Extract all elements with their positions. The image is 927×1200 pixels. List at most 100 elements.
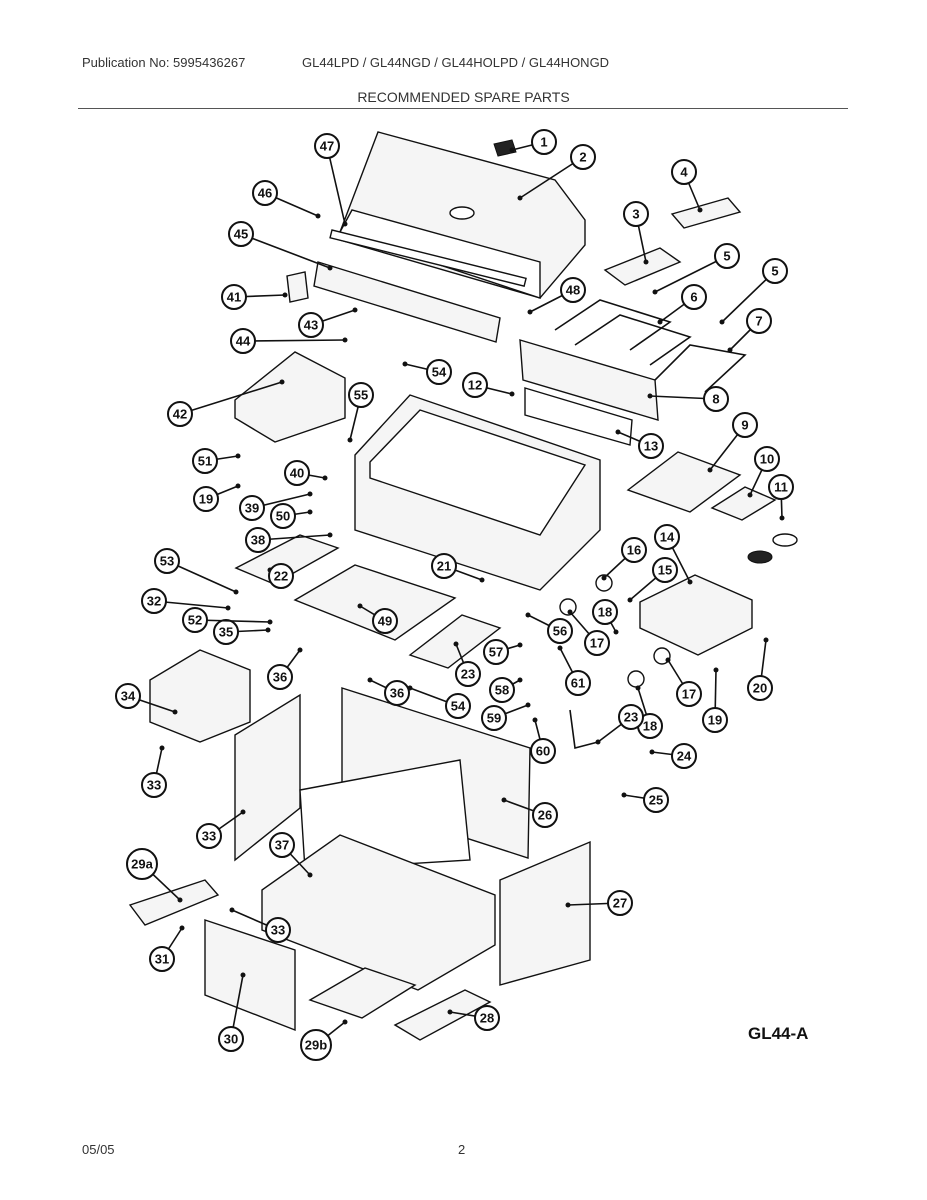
knob-part-18b [627, 670, 645, 688]
callout-bubble [489, 677, 515, 703]
callout-bubble [623, 201, 649, 227]
firebox-part [354, 394, 601, 591]
callout-number: 23 [461, 667, 475, 682]
callout-number: 60 [536, 744, 550, 759]
callout-number: 27 [613, 896, 627, 911]
callout-anchor [233, 589, 239, 595]
callout-anchor [719, 319, 725, 325]
callout-anchor [240, 972, 246, 978]
callout-bubble [149, 946, 175, 972]
callout-number: 44 [236, 334, 251, 349]
heat-shield-parts [603, 197, 742, 286]
callout-bubble [384, 680, 410, 706]
callout-number: 54 [451, 699, 466, 714]
caster-bracket-29a [393, 989, 492, 1041]
callout-number: 20 [753, 681, 767, 696]
side-panel-43 [234, 351, 346, 443]
callout-anchor [567, 609, 573, 615]
callout-bubble [445, 693, 471, 719]
callout-anchor [315, 213, 321, 219]
callout-bubble [228, 221, 254, 247]
cooking-grate-part [626, 451, 777, 521]
callout-anchor [447, 1009, 453, 1015]
callout-leader [654, 255, 728, 293]
callout-number: 42 [173, 407, 187, 422]
callout-anchor [779, 515, 785, 521]
cabinet-door-part [204, 919, 296, 1032]
callout-number: 57 [489, 645, 503, 660]
callout-bubble [560, 277, 586, 303]
callout-bubble [193, 486, 219, 512]
callout-number: 53 [160, 554, 174, 569]
callout-number: 29b [305, 1038, 327, 1053]
callout-number: 33 [202, 829, 216, 844]
callout-anchor [342, 337, 348, 343]
callout-anchor [517, 642, 523, 648]
callout-anchor [565, 902, 571, 908]
callout-anchor [727, 347, 733, 353]
callout-anchor [479, 577, 485, 583]
callout-bubble [532, 802, 558, 828]
callout-number: 1 [540, 135, 547, 150]
callout-bubble [565, 670, 591, 696]
callout-number: 17 [590, 636, 604, 651]
footer-page-number: 2 [458, 1142, 466, 1157]
callout-bubble [167, 401, 193, 427]
callout-anchor [501, 797, 507, 803]
callout-anchor [527, 309, 533, 315]
callout-number: 50 [276, 509, 290, 524]
callout-number: 54 [432, 365, 447, 380]
drip-tray-part [293, 564, 457, 641]
callout-anchor [179, 925, 185, 931]
callout-bubble [426, 359, 452, 385]
control-panel-part [519, 339, 659, 421]
callout-bubble [702, 707, 728, 733]
callout-bubble [768, 474, 794, 500]
callout-bubble [676, 681, 702, 707]
callout-anchor [621, 792, 627, 798]
callout-number: 5 [723, 249, 730, 264]
callout-anchor [517, 195, 523, 201]
callout-number: 38 [251, 533, 265, 548]
callout-anchor [177, 897, 183, 903]
callout-anchor [525, 612, 531, 618]
callout-anchor [327, 532, 333, 538]
callout-anchor [297, 647, 303, 653]
callout-anchor [635, 685, 641, 691]
callout-bubble [547, 618, 573, 644]
callout-anchor [402, 361, 408, 367]
callout-number: 16 [627, 543, 641, 558]
callout-bubble [654, 524, 680, 550]
burner-tubes [554, 299, 747, 393]
callout-anchor [159, 745, 165, 751]
callout-number: 51 [198, 454, 212, 469]
callout-number: 25 [649, 793, 663, 808]
callout-anchor [697, 207, 703, 213]
callout-bubble [252, 180, 278, 206]
caster-bracket-part [128, 879, 220, 926]
callout-number: 31 [155, 952, 169, 967]
callout-anchor [322, 475, 328, 481]
callout-number: 39 [245, 501, 259, 516]
callout-bubble [298, 312, 324, 338]
callout-anchor [279, 379, 285, 385]
gas-hose-part [569, 709, 599, 750]
callout-number: 12 [468, 378, 482, 393]
callout-number: 37 [275, 838, 289, 853]
callout-anchor [532, 717, 538, 723]
callout-number: 40 [290, 466, 304, 481]
callout-bubble [192, 448, 218, 474]
callout-anchor [627, 597, 633, 603]
hood-handle-part [329, 229, 527, 287]
callout-bubble [714, 243, 740, 269]
callout-bubble [268, 563, 294, 589]
callout-bubble [154, 548, 180, 574]
callout-bubble [372, 608, 398, 634]
callout-number: 6 [690, 290, 697, 305]
callout-bubble [270, 503, 296, 529]
callout-anchor [307, 491, 313, 497]
callout-number: 18 [643, 719, 657, 734]
callout-number: 59 [487, 711, 501, 726]
callout-bubble [531, 129, 557, 155]
